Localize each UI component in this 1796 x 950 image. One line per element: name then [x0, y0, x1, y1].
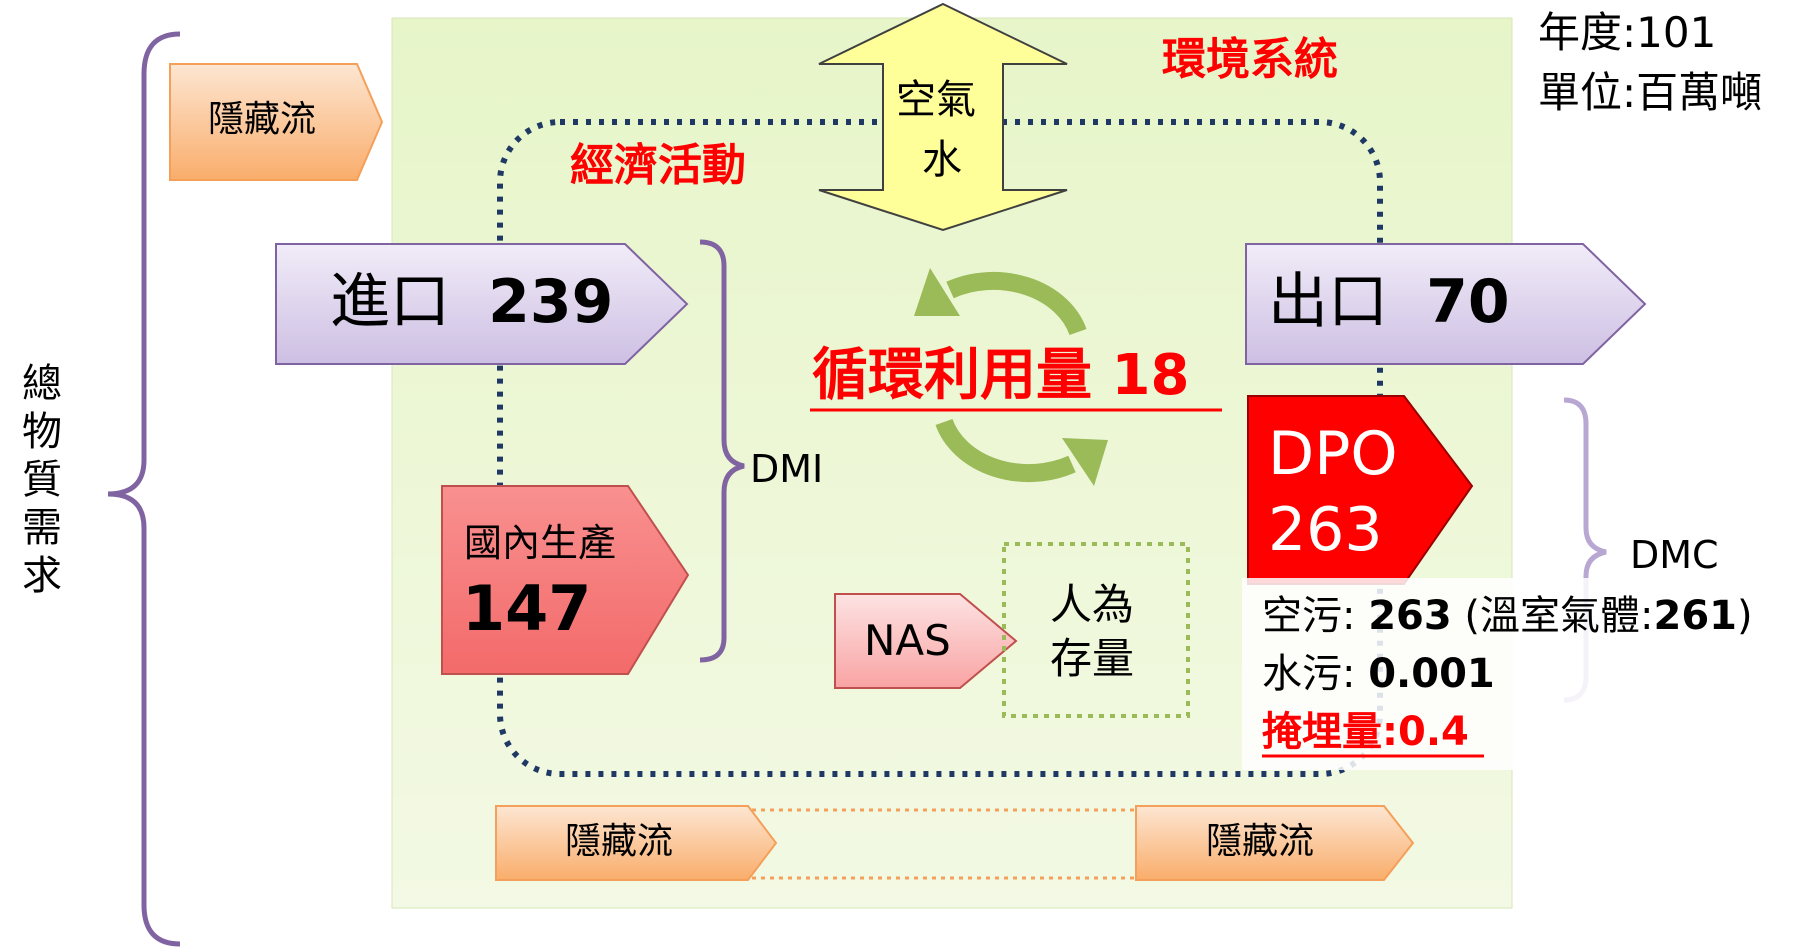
air-label: 空氣	[896, 77, 976, 123]
water-pollution-label: 水污:	[1262, 651, 1369, 697]
dmc-label: DMC	[1630, 533, 1719, 577]
year-label: 年度:101	[1538, 8, 1717, 57]
dpo-arrow	[1247, 395, 1474, 585]
recycle-value: 18	[1111, 343, 1190, 408]
unit-label: 單位:百萬噸	[1538, 68, 1763, 117]
total-demand-brace	[107, 31, 181, 947]
hidden-flow-arrow-bottom-right	[1135, 805, 1415, 881]
man-made-stock-line2: 存量	[1050, 634, 1135, 683]
environment-system-title: 環境系統	[1162, 34, 1338, 85]
domestic-production-label: 國內生產	[464, 521, 617, 565]
dmi-label: DMI	[750, 447, 824, 491]
water-pollution-value: 0.001	[1368, 651, 1495, 697]
man-made-stock-box	[1002, 542, 1190, 718]
hidden-flow-arrow-bottom-left	[495, 805, 778, 881]
greenhouse-gas-close: )	[1737, 593, 1753, 639]
air-water-exchange-arrow	[818, 2, 1068, 232]
nas-label: NAS	[864, 616, 951, 665]
water-label: 水	[922, 137, 962, 183]
dpo-value: 263	[1268, 495, 1383, 565]
outputs-panel	[1242, 578, 1796, 770]
recycle-arrow-top	[946, 271, 1087, 336]
greenhouse-gas-value: 261	[1653, 593, 1738, 639]
import-label: 進口 239	[330, 272, 613, 332]
recycle-arrowhead-bottom	[1062, 438, 1108, 486]
water-pollution-line: 水污: 0.001	[1262, 654, 1495, 694]
export-label: 出口 70	[1268, 272, 1510, 332]
dpo-label: DPO	[1268, 419, 1398, 489]
export-name: 出口	[1268, 267, 1388, 337]
man-made-stock-line1: 人為	[1050, 580, 1135, 629]
economy-activity-title: 經濟活動	[570, 140, 746, 191]
total-material-demand-label: 總 物 質 需 求	[22, 361, 62, 599]
air-pollution-label: 空污:	[1262, 593, 1369, 639]
import-name: 進口	[330, 267, 450, 337]
domestic-production-value: 147	[462, 572, 592, 645]
nas-arrow	[834, 593, 1018, 689]
export-arrow	[1245, 243, 1647, 365]
import-value: 239	[488, 267, 614, 337]
recycle-name: 循環利用量	[812, 343, 1092, 408]
air-pollution-line: 空污: 263 (溫室氣體:261)	[1262, 596, 1753, 636]
hidden-flow-label-top: 隱藏流	[208, 99, 317, 140]
hidden-flow-label-bottom-right: 隱藏流	[1206, 821, 1315, 862]
import-arrow	[275, 243, 689, 365]
dmi-brace	[699, 239, 745, 663]
export-value: 70	[1426, 267, 1510, 337]
hidden-flow-arrow-top	[169, 63, 384, 181]
greenhouse-gas-note: (溫室氣體:	[1451, 593, 1654, 639]
air-pollution-value: 263	[1368, 593, 1452, 639]
recycle-arrow-bottom	[935, 418, 1076, 483]
recycle-amount-label: 循環利用量 18	[812, 348, 1189, 404]
hidden-flow-label-bottom-left: 隱藏流	[565, 821, 674, 862]
recycle-arrowhead-top	[914, 268, 960, 316]
domestic-production-arrow	[441, 485, 690, 675]
landfill-amount: 掩埋量:0.4	[1262, 709, 1469, 755]
